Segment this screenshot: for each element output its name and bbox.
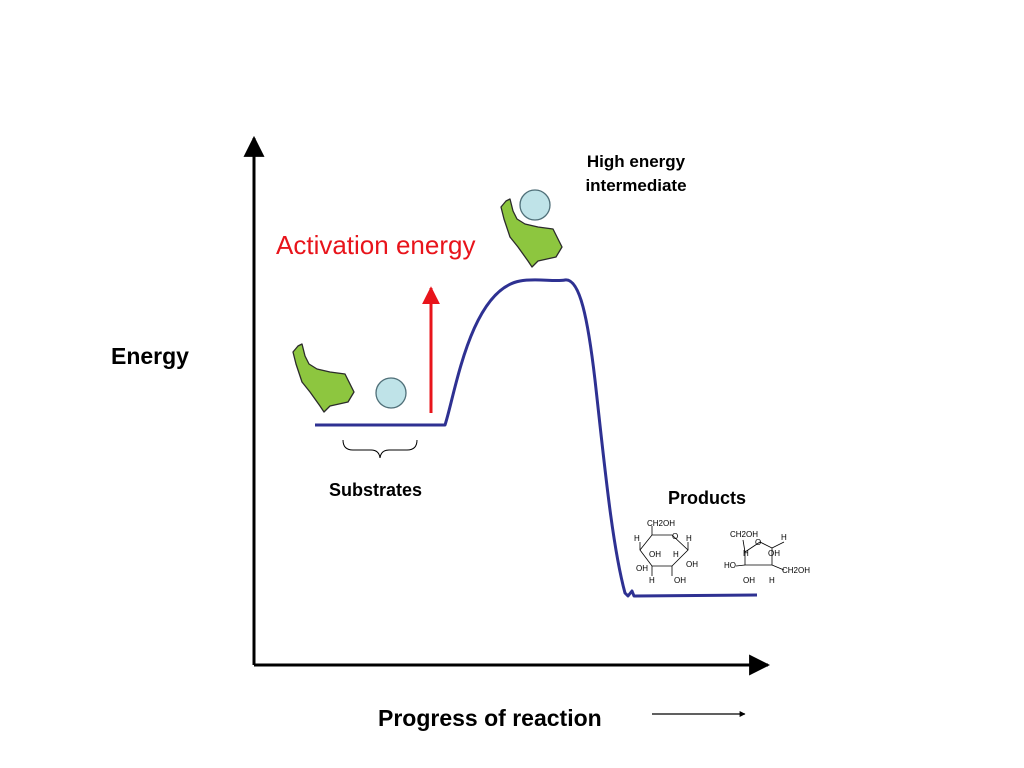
fructofuranose-structure: CH2OH O H H HO OH CH2OH OH H — [724, 530, 810, 585]
glucose-group: H — [686, 534, 692, 543]
substrates-label: Substrates — [329, 480, 423, 500]
glucopyranose-structure: CH2OH O H H OH H OH OH H OH — [634, 519, 698, 585]
energy-curve — [315, 278, 758, 598]
y-axis-label: Energy — [111, 343, 189, 369]
substrates-brace — [342, 439, 418, 459]
glucose-group: CH2OH — [647, 519, 675, 528]
fructose-group: CH2OH — [782, 566, 810, 575]
enzyme-hand-icon — [292, 343, 355, 413]
high-energy-intermediate-line: High energy — [586, 152, 686, 171]
substrate-sphere-icon — [519, 189, 551, 221]
glucose-group: H — [649, 576, 655, 585]
fructose-group: O — [755, 538, 761, 547]
fructose-group: CH2OH — [730, 530, 758, 539]
high-energy-intermediate-line: intermediate — [585, 176, 687, 195]
high-energy-intermediate-label: High energy intermediate — [570, 150, 702, 198]
fructose-group: H — [781, 533, 787, 542]
products-label: Products — [668, 488, 747, 508]
activation-energy-label: Activation energy — [276, 230, 476, 260]
glucose-group: O — [672, 532, 678, 541]
glucose-group: OH — [649, 550, 661, 559]
fructose-group: OH — [743, 576, 755, 585]
x-axis-label: Progress of reaction — [378, 705, 602, 731]
fructose-group: H — [743, 549, 749, 558]
glucose-group: OH — [636, 564, 648, 573]
fructose-group: HO — [724, 561, 736, 570]
enzyme-hand-icon — [500, 198, 563, 268]
fructose-group: H — [769, 576, 775, 585]
glucose-group: H — [634, 534, 640, 543]
fructose-group: OH — [768, 549, 780, 558]
glucose-group: OH — [674, 576, 686, 585]
glucose-group: OH — [686, 560, 698, 569]
glucose-group: H — [673, 550, 679, 559]
substrate-sphere-icon — [375, 377, 407, 409]
